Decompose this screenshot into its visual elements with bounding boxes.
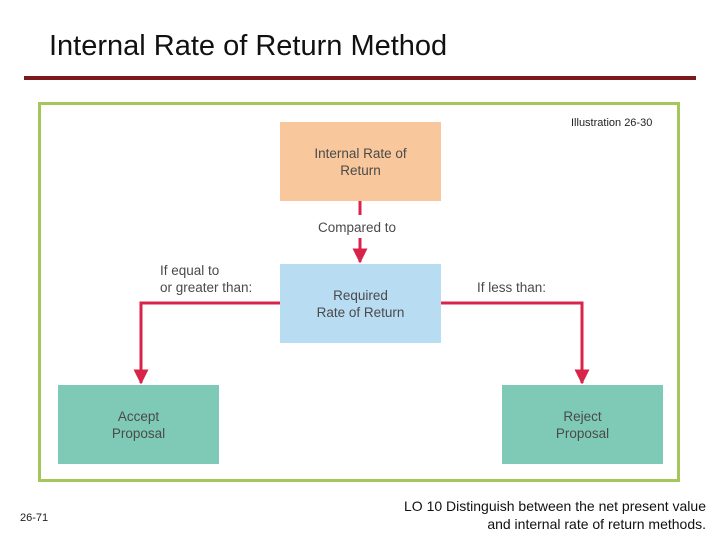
illustration-label: Illustration 26-30 — [571, 117, 653, 129]
page-number: 26-71 — [20, 512, 49, 524]
reject-proposal-box: Reject Proposal — [502, 385, 663, 464]
accept-proposal-box: Accept Proposal — [58, 385, 219, 464]
connector-left-arrow — [133, 301, 280, 385]
learning-objective: LO 10 Distinguish between the net presen… — [404, 497, 706, 533]
required-rate-of-return-box: Required Rate of Return — [280, 264, 441, 343]
title-divider — [24, 76, 696, 80]
internal-rate-of-return-box: Internal Rate of Return — [280, 122, 441, 201]
equal-or-greater-condition-label: If equal to or greater than: — [160, 263, 253, 295]
connector-right-arrow — [441, 301, 590, 385]
learning-objective-line-2: and internal rate of return methods. — [487, 516, 706, 532]
compared-to-label: Compared to — [318, 220, 397, 235]
learning-objective-line-1: LO 10 Distinguish between the net presen… — [404, 498, 706, 514]
page-title: Internal Rate of Return Method — [49, 30, 448, 62]
less-than-condition-label: If less than: — [477, 280, 547, 295]
